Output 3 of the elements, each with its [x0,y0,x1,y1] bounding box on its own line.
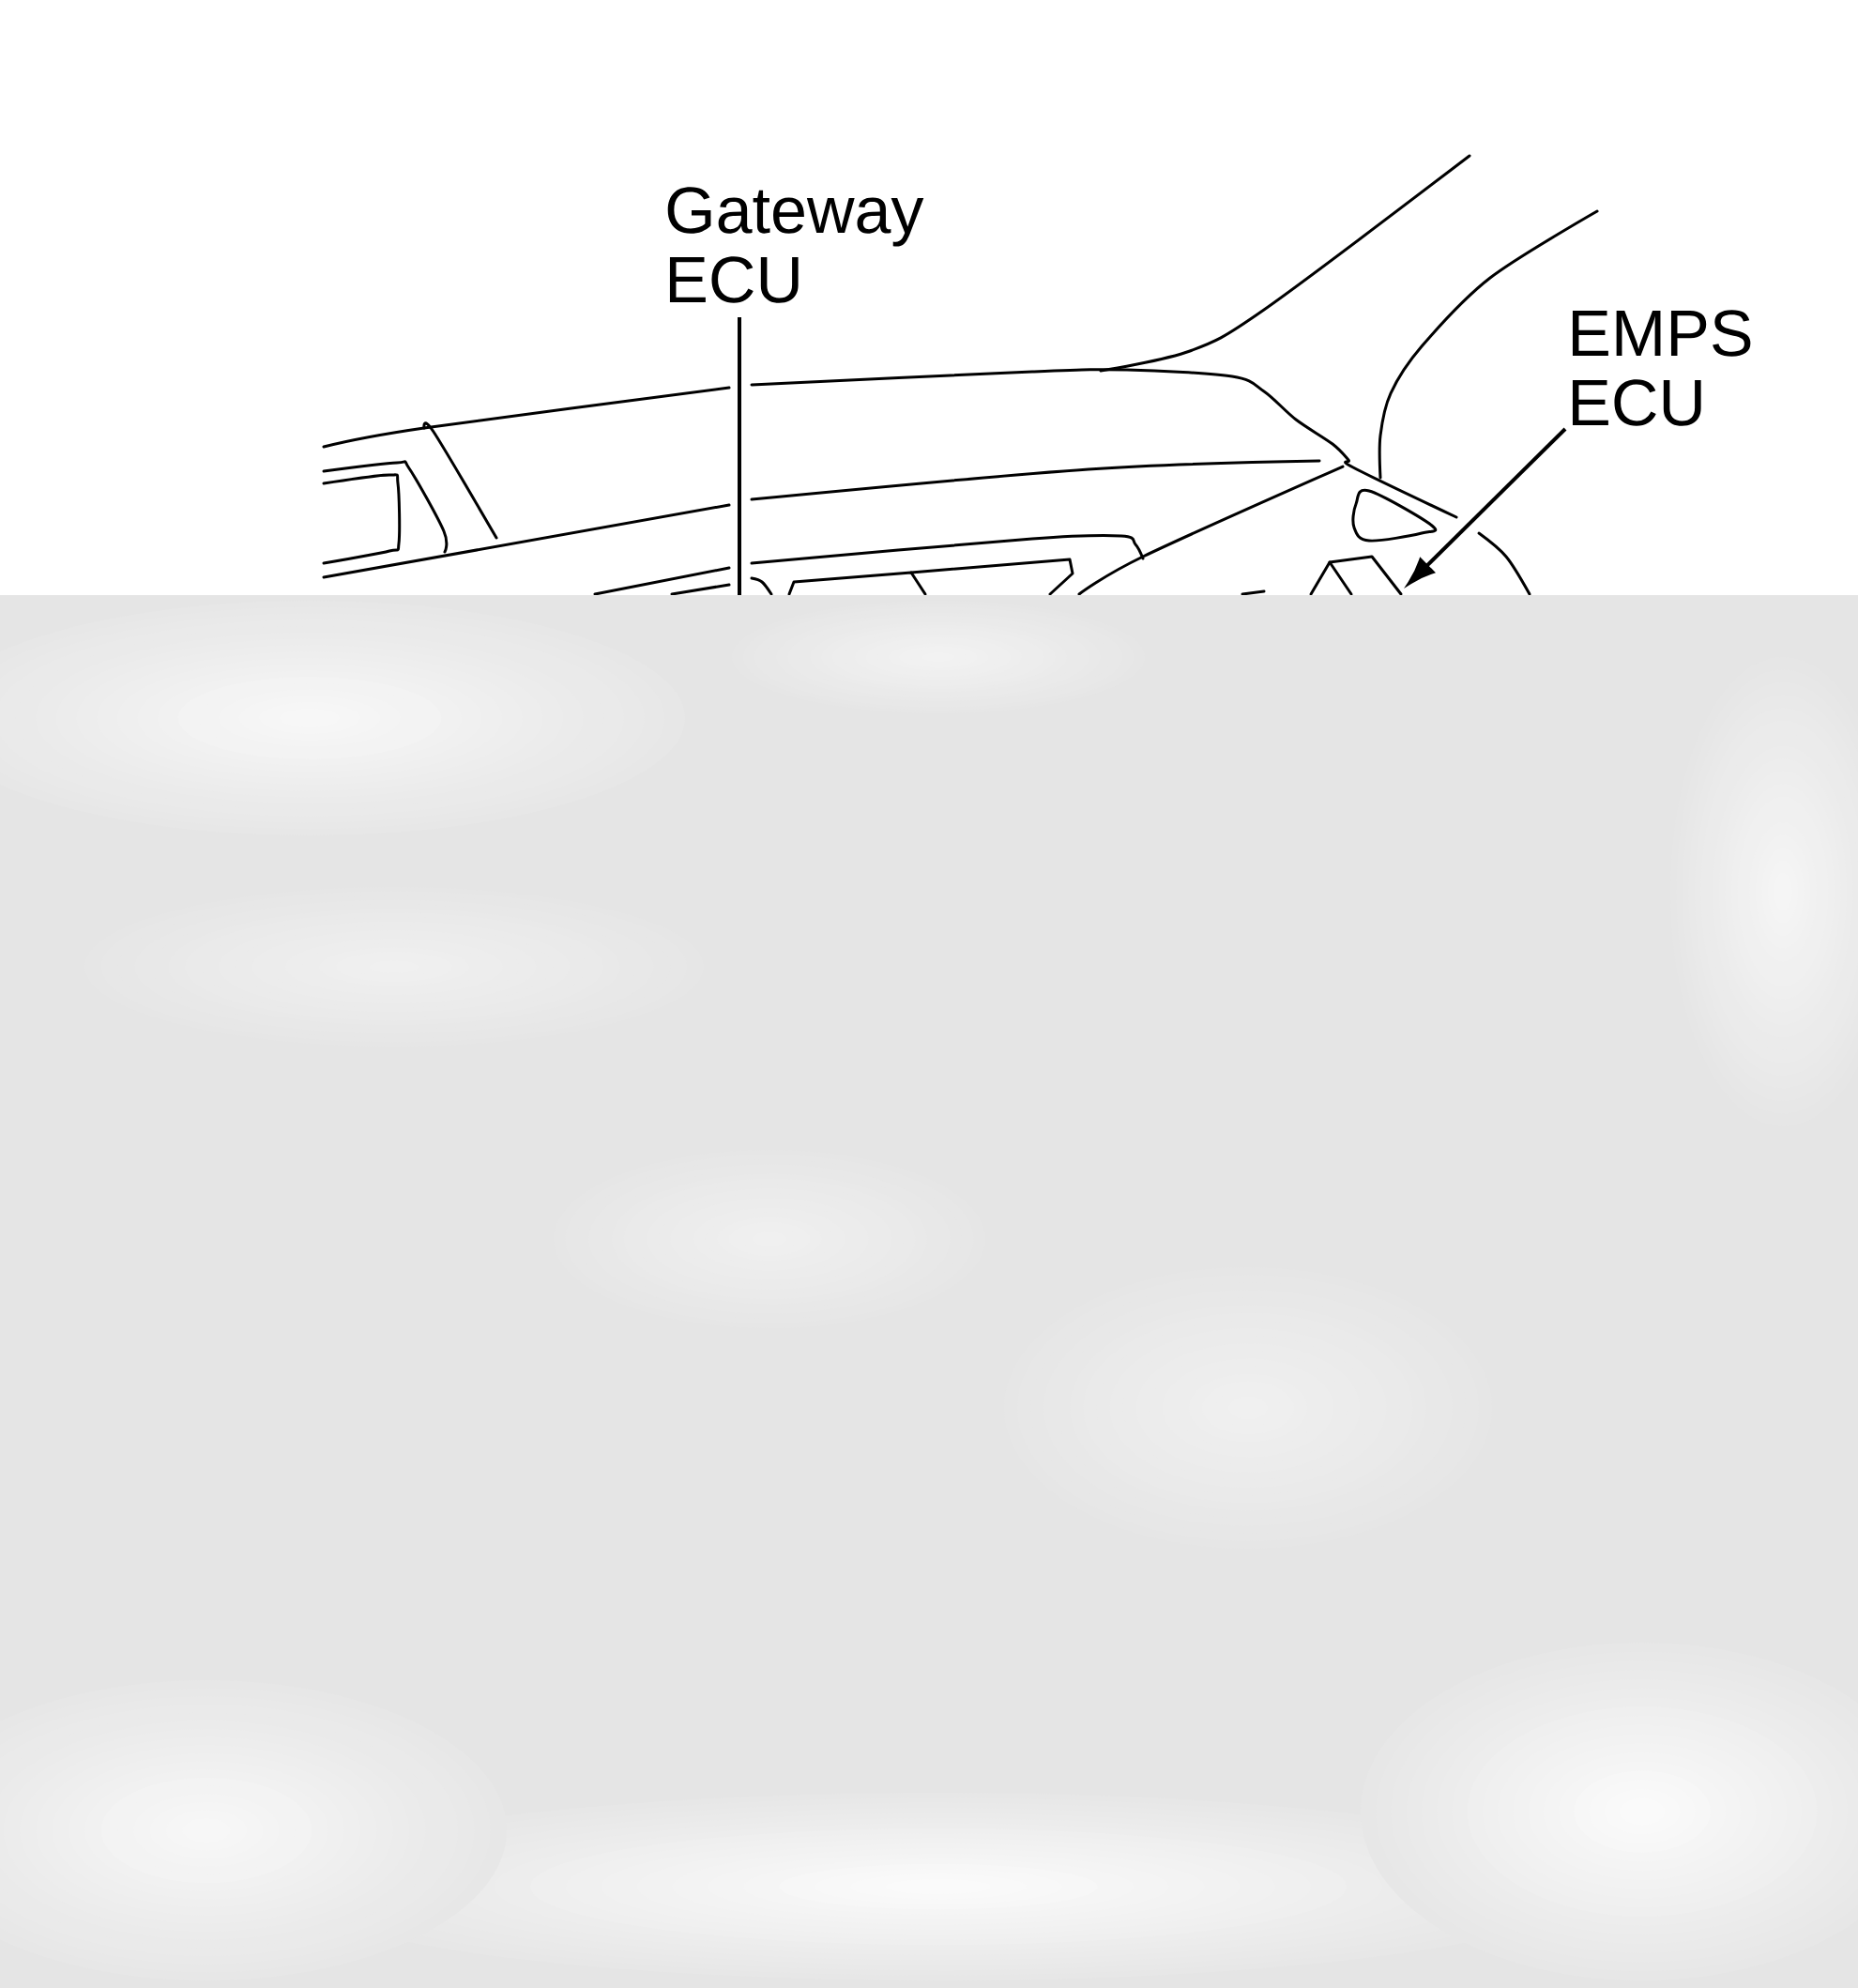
leader-line [738,316,741,595]
part-label: Gateway ECU [667,187,924,303]
part-label: EMPS ECU [1572,310,1751,426]
